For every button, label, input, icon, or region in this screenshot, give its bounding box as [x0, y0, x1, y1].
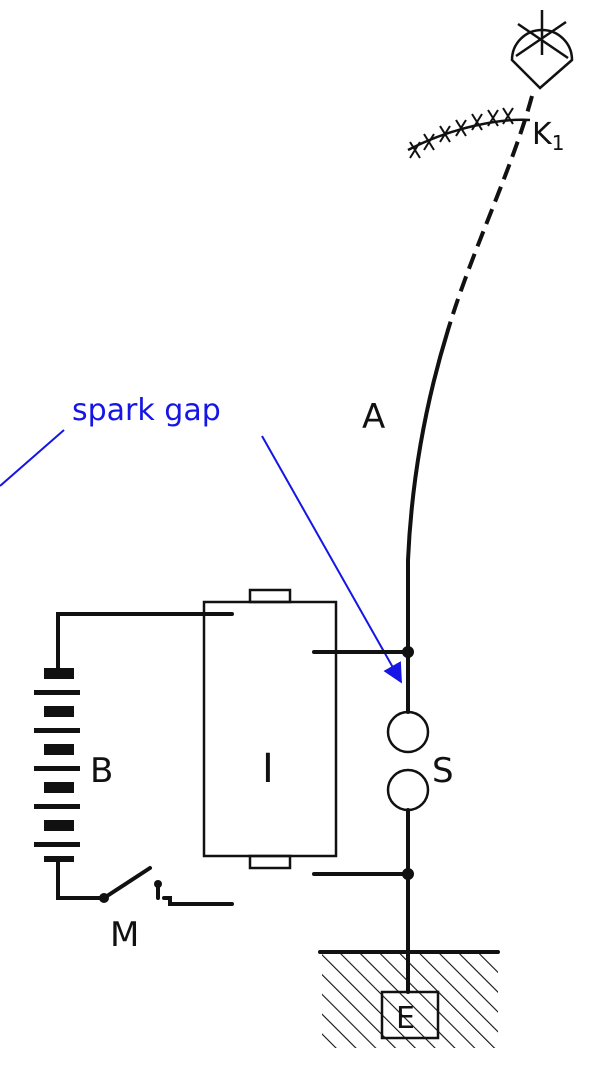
- kite-tail-icon: [407, 107, 531, 159]
- primary-wire-top: [56, 612, 234, 672]
- spark-gap-label: S: [432, 751, 454, 791]
- ground-hatch-icon: [318, 950, 500, 1048]
- earth-plate: [380, 990, 440, 1040]
- induction-coil: [202, 588, 338, 870]
- antenna-wire-dashed: [446, 95, 534, 331]
- primary-wire-bottom: [56, 858, 106, 900]
- switch-label: M: [110, 915, 139, 955]
- spark-gap-annotation: spark gap: [72, 393, 221, 428]
- annotation-arrow: [261, 435, 402, 684]
- annotation-leader-line: [0, 429, 65, 487]
- coil-label: I: [262, 746, 274, 792]
- antenna-wire: [406, 328, 450, 650]
- kite-icon: [510, 10, 574, 90]
- battery-icon: [34, 668, 80, 862]
- antenna-label: A: [362, 397, 385, 437]
- kite-label: K1: [532, 117, 564, 155]
- switch-to-coil-wire: [162, 896, 234, 906]
- switch-icon: [99, 866, 162, 903]
- battery-label: B: [90, 751, 113, 791]
- spark-gap: [386, 650, 430, 876]
- earth-label: E: [396, 1001, 415, 1036]
